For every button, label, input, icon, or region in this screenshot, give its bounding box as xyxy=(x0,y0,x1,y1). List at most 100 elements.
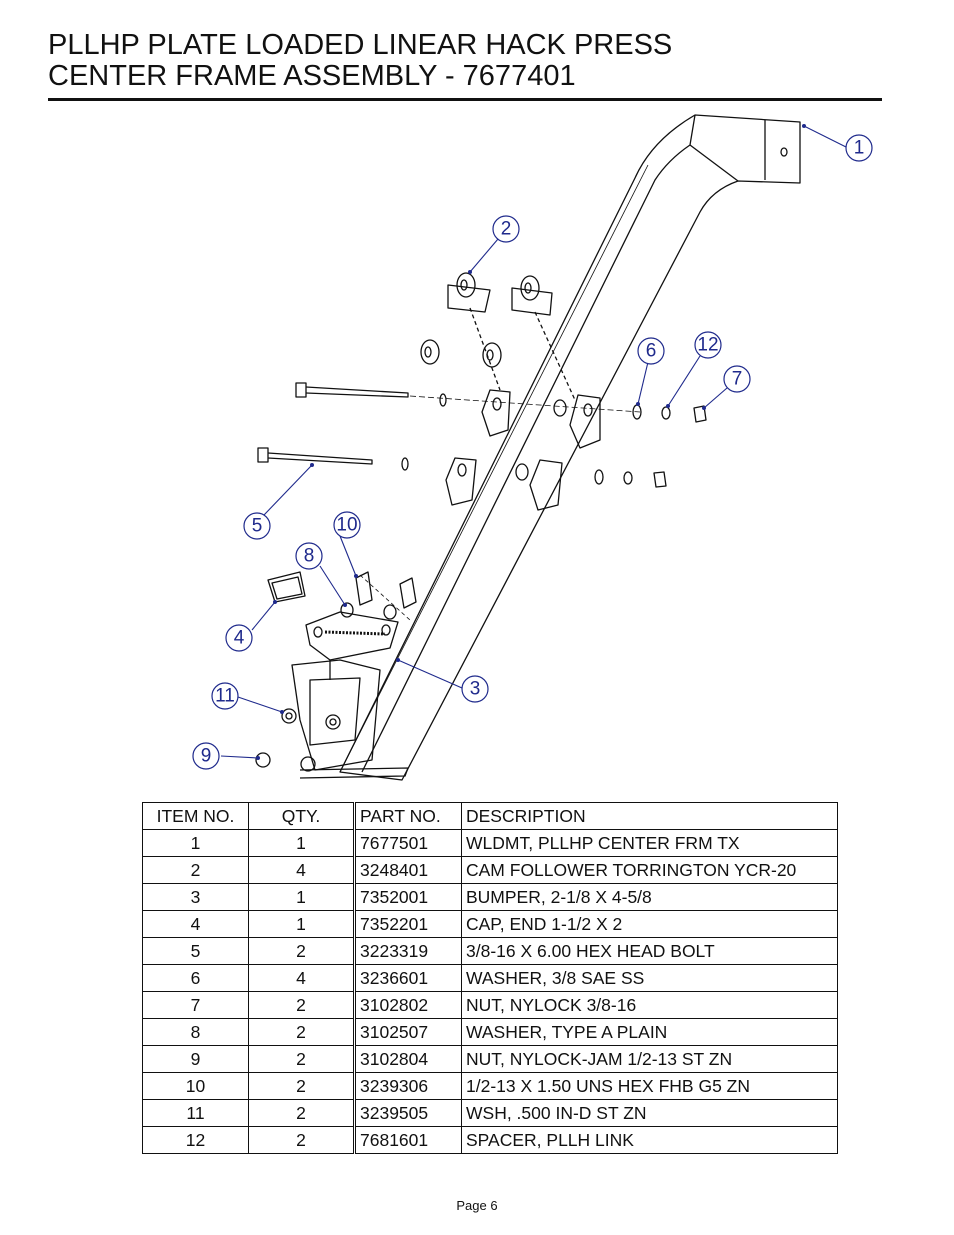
callout-2-circle xyxy=(492,215,520,243)
cell-item-no: 4 xyxy=(142,910,249,938)
cam-followers xyxy=(420,272,576,401)
cell-part-no: 7681601 xyxy=(353,1126,462,1154)
cell-item-no: 6 xyxy=(142,964,249,992)
cell-qty: 2 xyxy=(248,991,355,1019)
callout-3-circle xyxy=(461,675,489,703)
cell-item-no: 3 xyxy=(142,883,249,911)
callout-4: 4 xyxy=(234,628,245,649)
cell-description: NUT, NYLOCK 3/8-16 xyxy=(461,991,838,1019)
cell-description: WLDMT, PLLHP CENTER FRM TX xyxy=(461,829,838,857)
callout-2: 2 xyxy=(501,219,512,240)
cell-part-no: 3236601 xyxy=(353,964,462,992)
title-line-1: PLLHP PLATE LOADED LINEAR HACK PRESS xyxy=(48,29,673,61)
table-row: 5 2 3223319 3/8-16 X 6.00 HEX HEAD BOLT xyxy=(142,937,838,965)
cell-description: 1/2-13 X 1.50 UNS HEX FHB G5 ZN xyxy=(461,1072,838,1100)
header-qty: QTY. xyxy=(248,802,355,830)
cell-item-no: 11 xyxy=(142,1099,249,1127)
callout-8: 8 xyxy=(304,546,315,567)
callout-9-circle xyxy=(192,742,220,770)
cell-item-no: 12 xyxy=(142,1126,249,1154)
callout-10-circle xyxy=(333,511,361,539)
lower-washers-and-nuts xyxy=(255,708,341,772)
cell-part-no: 7677501 xyxy=(353,829,462,857)
cell-description: NUT, NYLOCK-JAM 1/2-13 ST ZN xyxy=(461,1045,838,1073)
table-row: 9 2 3102804 NUT, NYLOCK-JAM 1/2-13 ST ZN xyxy=(142,1045,838,1073)
title-underline xyxy=(48,98,882,101)
washers-spacers-nuts xyxy=(594,404,707,488)
cell-part-no: 3102802 xyxy=(353,991,462,1019)
cell-item-no: 1 xyxy=(142,829,249,857)
page-title: PLLHP PLATE LOADED LINEAR HACK PRESS CEN… xyxy=(48,30,672,92)
table-row: 10 2 3239306 1/2-13 X 1.50 UNS HEX FHB G… xyxy=(142,1072,838,1100)
cell-part-no: 3102507 xyxy=(353,1018,462,1046)
cell-qty: 2 xyxy=(248,1072,355,1100)
end-cap xyxy=(267,571,306,603)
cell-item-no: 2 xyxy=(142,856,249,884)
table-header-row: ITEM NO. QTY. PART NO. DESCRIPTION xyxy=(142,802,838,830)
exploded-assembly-drawing: 1 2 3 4 5 6 7 8 9 10 11 12 xyxy=(192,114,873,781)
callout-6: 6 xyxy=(646,341,657,362)
callout-1-circle xyxy=(845,134,873,162)
cell-item-no: 10 xyxy=(142,1072,249,1100)
callout-7: 7 xyxy=(732,369,743,390)
cell-qty: 2 xyxy=(248,1099,355,1127)
page-number: Page 6 xyxy=(456,1198,498,1213)
callout-arrowheads xyxy=(256,124,806,760)
cell-description: BUMPER, 2-1/8 X 4-5/8 xyxy=(461,883,838,911)
callout-7-circle xyxy=(723,365,751,393)
cell-description: SPACER, PLLH LINK xyxy=(461,1126,838,1154)
cell-part-no: 3239505 xyxy=(353,1099,462,1127)
title-line-2: CENTER FRAME ASSEMBLY - 7677401 xyxy=(48,60,576,92)
cell-item-no: 5 xyxy=(142,937,249,965)
hex-head-bolts xyxy=(257,382,641,471)
cell-qty: 2 xyxy=(248,937,355,965)
callout-11: 11 xyxy=(215,686,235,707)
cell-item-no: 7 xyxy=(142,991,249,1019)
table-row: 12 2 7681601 SPACER, PLLH LINK xyxy=(142,1126,838,1154)
table-row: 8 2 3102507 WASHER, TYPE A PLAIN xyxy=(142,1018,838,1046)
cell-part-no: 3239306 xyxy=(353,1072,462,1100)
cell-item-no: 8 xyxy=(142,1018,249,1046)
cell-qty: 2 xyxy=(248,1045,355,1073)
cell-description: WSH, .500 IN-D ST ZN xyxy=(461,1099,838,1127)
cell-qty: 1 xyxy=(248,883,355,911)
callout-12-circle xyxy=(694,331,722,359)
cell-description: WASHER, 3/8 SAE SS xyxy=(461,964,838,992)
bill-of-materials-table: ITEM NO. QTY. PART NO. DESCRIPTION 1 1 7… xyxy=(142,802,838,1154)
header-description: DESCRIPTION xyxy=(461,802,838,830)
table-row: 4 1 7352201 CAP, END 1-1/2 X 2 xyxy=(142,910,838,938)
cell-qty: 4 xyxy=(248,856,355,884)
callout-9: 9 xyxy=(201,746,212,767)
cell-qty: 1 xyxy=(248,829,355,857)
cell-part-no: 3102804 xyxy=(353,1045,462,1073)
table-row: 7 2 3102802 NUT, NYLOCK 3/8-16 xyxy=(142,991,838,1019)
table-row: 1 1 7677501 WLDMT, PLLHP CENTER FRM TX xyxy=(142,829,838,857)
callout-12: 12 xyxy=(697,335,718,356)
callout-6-circle xyxy=(637,337,665,365)
callout-8-circle xyxy=(295,542,323,570)
table-row: 6 4 3236601 WASHER, 3/8 SAE SS xyxy=(142,964,838,992)
cell-description: CAM FOLLOWER TORRINGTON YCR-20 xyxy=(461,856,838,884)
callout-1: 1 xyxy=(854,138,865,159)
callout-leaders xyxy=(220,125,847,759)
callout-5-circle xyxy=(243,512,271,540)
cell-part-no: 3223319 xyxy=(353,937,462,965)
table-row: 3 1 7352001 BUMPER, 2-1/8 X 4-5/8 xyxy=(142,883,838,911)
bumper-and-fasteners xyxy=(305,571,417,661)
cell-part-no: 7352001 xyxy=(353,883,462,911)
cell-description: WASHER, TYPE A PLAIN xyxy=(461,1018,838,1046)
cell-qty: 4 xyxy=(248,964,355,992)
callout-11-circle xyxy=(211,682,239,710)
center-frame-weldment xyxy=(291,114,801,781)
callout-4-circle xyxy=(225,624,253,652)
cell-qty: 2 xyxy=(248,1126,355,1154)
cell-part-no: 7352201 xyxy=(353,910,462,938)
cell-part-no: 3248401 xyxy=(353,856,462,884)
header-item-no: ITEM NO. xyxy=(142,802,249,830)
cell-item-no: 9 xyxy=(142,1045,249,1073)
cell-description: CAP, END 1-1/2 X 2 xyxy=(461,910,838,938)
cell-qty: 2 xyxy=(248,1018,355,1046)
callout-10: 10 xyxy=(336,515,357,536)
header-part-no: PART NO. xyxy=(353,802,462,830)
callout-5: 5 xyxy=(252,516,263,537)
